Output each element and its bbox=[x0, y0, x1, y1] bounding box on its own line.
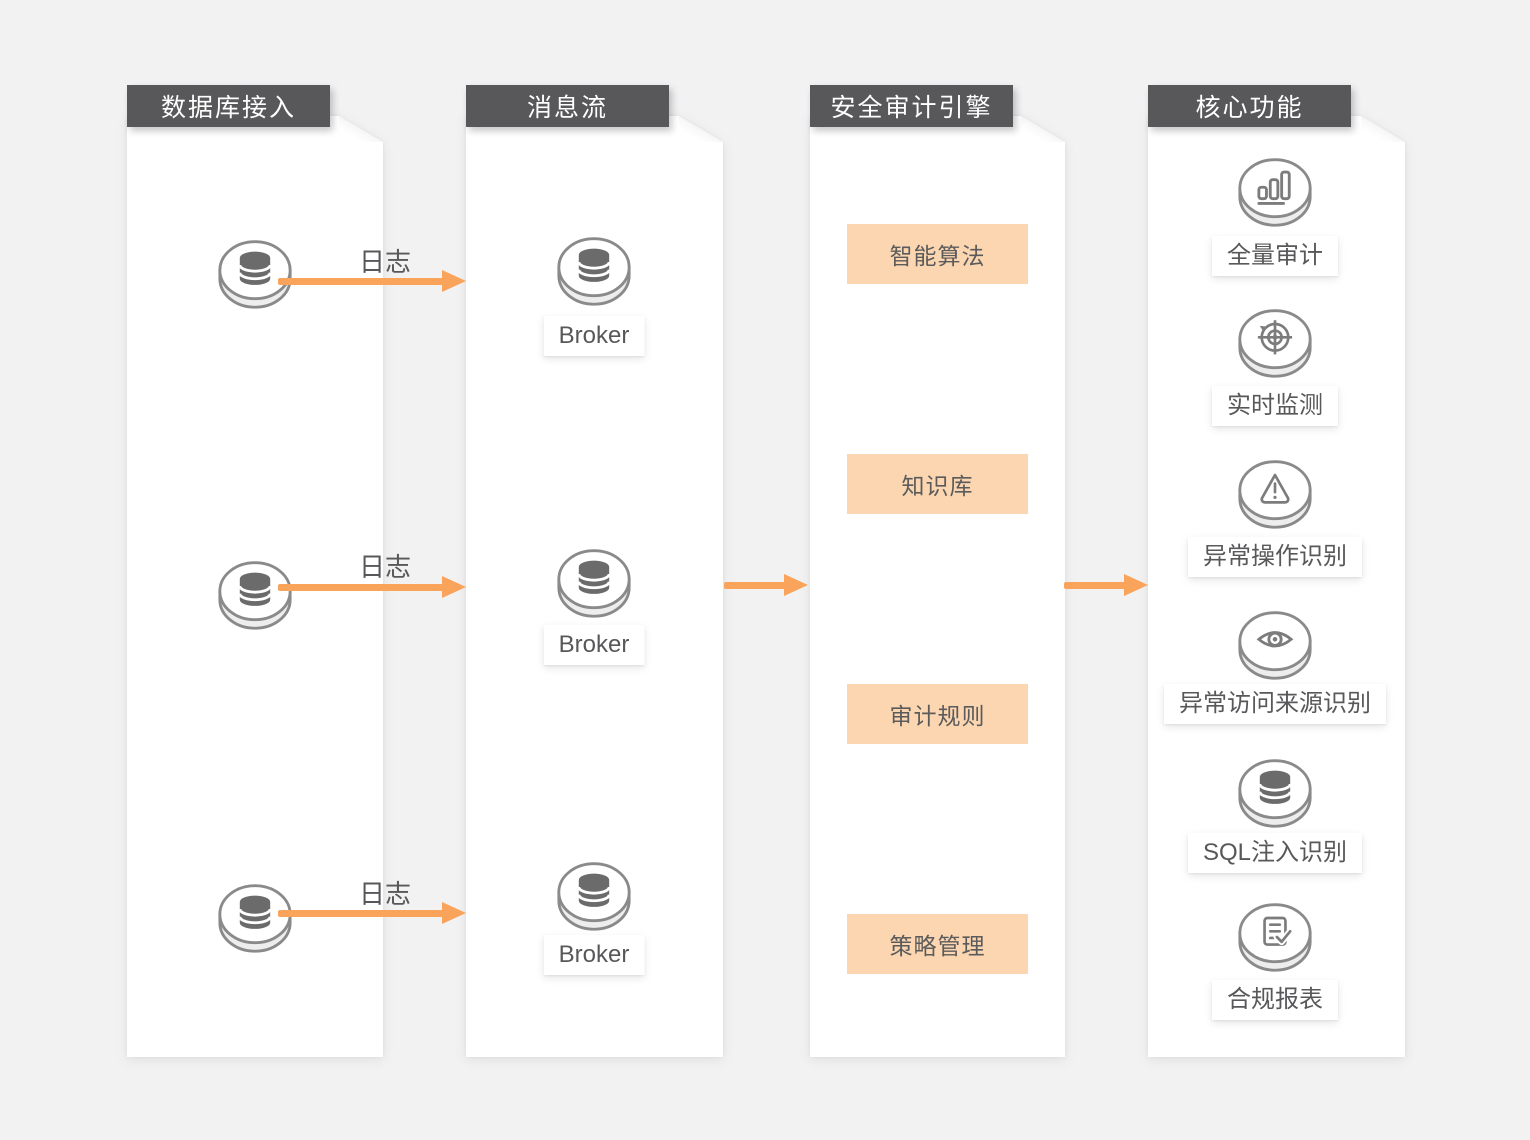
column-title: 数据库接入 bbox=[160, 94, 296, 122]
arrow-db-to-broker bbox=[278, 902, 466, 924]
feature-label: 合规报表 bbox=[1212, 980, 1338, 1020]
broker-label: Broker bbox=[543, 625, 645, 665]
feature-label: 全量审计 bbox=[1212, 236, 1338, 276]
column-header-db-access: 数据库接入 bbox=[127, 85, 330, 127]
arrow-db-to-broker bbox=[278, 270, 466, 292]
column-header-message-flow: 消息流 bbox=[466, 85, 669, 127]
feature-label: 实时监测 bbox=[1212, 386, 1338, 426]
feature-label: SQL注入识别 bbox=[1187, 833, 1363, 873]
arrow-head bbox=[784, 574, 808, 596]
arrow-engine-to-features bbox=[1064, 574, 1148, 596]
broker-label: Broker bbox=[543, 316, 645, 356]
arrow-head bbox=[442, 902, 466, 924]
column-title: 消息流 bbox=[526, 94, 608, 122]
log-flow-label: 日志 bbox=[358, 552, 412, 582]
database-icon bbox=[1238, 759, 1312, 828]
engine-module-box: 智能算法 bbox=[847, 224, 1028, 284]
log-flow-label: 日志 bbox=[358, 879, 412, 909]
arrow-shaft bbox=[278, 910, 446, 917]
log-flow-label: 日志 bbox=[358, 247, 412, 277]
database-icon bbox=[557, 237, 631, 306]
arrow-shaft bbox=[278, 278, 446, 285]
arrow-head bbox=[1124, 574, 1148, 596]
broker-label: Broker bbox=[543, 935, 645, 975]
feature-label: 异常操作识别 bbox=[1188, 537, 1362, 577]
column-header-audit-engine: 安全审计引擎 bbox=[810, 85, 1013, 127]
arrow-shaft bbox=[278, 584, 446, 591]
feature-label: 异常访问来源识别 bbox=[1164, 684, 1386, 724]
column-title: 安全审计引擎 bbox=[830, 94, 993, 122]
column-title: 核心功能 bbox=[1195, 94, 1304, 122]
arrow-db-to-broker bbox=[278, 576, 466, 598]
arrow-shaft bbox=[1064, 582, 1128, 589]
arrow-broker-to-engine bbox=[724, 574, 808, 596]
column-header-core-features: 核心功能 bbox=[1148, 85, 1351, 127]
report-check-icon bbox=[1238, 903, 1312, 972]
arrow-shaft bbox=[724, 582, 788, 589]
eye-icon bbox=[1238, 611, 1312, 680]
arrow-head bbox=[442, 270, 466, 292]
engine-module-box: 知识库 bbox=[847, 454, 1028, 514]
target-icon bbox=[1238, 309, 1312, 378]
engine-module-box: 策略管理 bbox=[847, 914, 1028, 974]
engine-module-box: 审计规则 bbox=[847, 684, 1028, 744]
bar-chart-icon bbox=[1238, 158, 1312, 227]
database-icon bbox=[557, 549, 631, 618]
database-icon bbox=[557, 862, 631, 931]
arrow-head bbox=[442, 576, 466, 598]
warning-icon bbox=[1238, 460, 1312, 529]
